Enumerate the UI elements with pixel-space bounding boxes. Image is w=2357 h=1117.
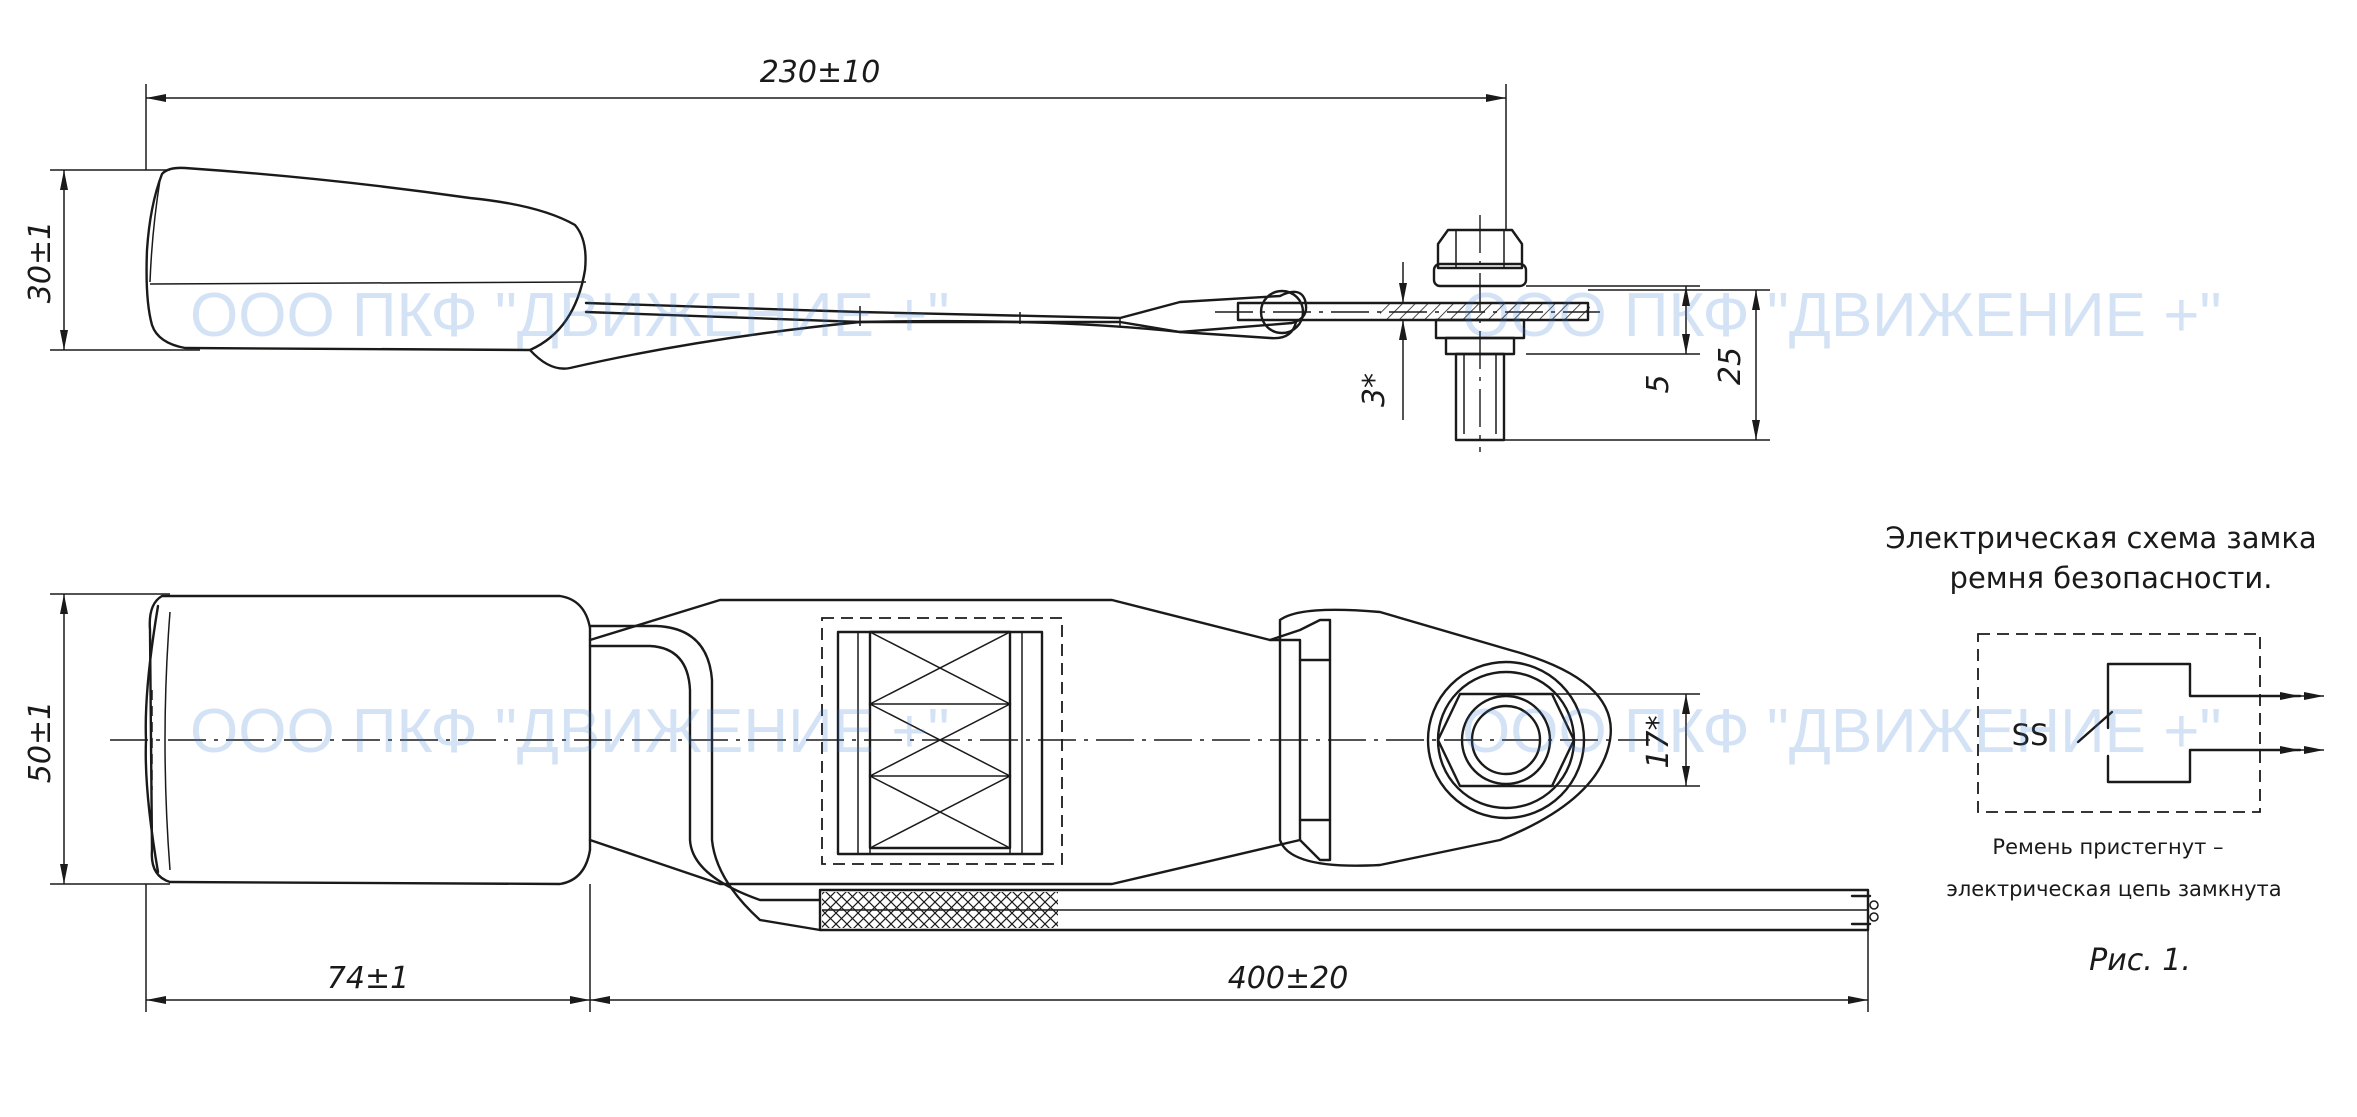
plan-view bbox=[110, 594, 1879, 932]
side-view bbox=[145, 166, 1600, 452]
schematic-enclosure bbox=[1977, 633, 2261, 813]
dim-buckle-74: 74±1 bbox=[327, 961, 409, 996]
schematic-caption-line1: Ремень пристегнут – bbox=[1992, 835, 2223, 859]
schematic-caption-line2: электрическая цепь замкнута bbox=[1946, 877, 2281, 901]
plan-wire-loop bbox=[588, 644, 822, 902]
side-buckle-body bbox=[145, 166, 587, 352]
schematic-title-line1: Электрическая схема замка bbox=[1885, 521, 2316, 555]
dim-hole-17: 17* bbox=[1641, 715, 1676, 768]
dim-bolt-25: 25 bbox=[1713, 347, 1748, 385]
plan-nose bbox=[1268, 618, 1332, 862]
schematic-switch-label: SS bbox=[2012, 718, 2049, 752]
watermark-text: ООО ПКФ "ДВИЖЕНИЕ +" bbox=[190, 281, 949, 350]
watermark-text: ООО ПКФ "ДВИЖЕНИЕ +" bbox=[1462, 281, 2221, 350]
watermark-text: ООО ПКФ "ДВИЖЕНИЕ +" bbox=[1462, 697, 2221, 766]
dim-wire-400: 400±20 bbox=[1228, 961, 1349, 996]
dim-washer-3: 3* bbox=[1357, 373, 1392, 407]
dim-width-50: 50±1 bbox=[23, 701, 58, 783]
dim-height-30: 30±1 bbox=[23, 221, 58, 303]
watermarks: ООО ПКФ "ДВИЖЕНИЕ +" ООО ПКФ "ДВИЖЕНИЕ +… bbox=[190, 281, 2221, 766]
plan-buckle-head bbox=[148, 594, 592, 886]
electrical-schematic: Электрическая схема замка ремня безопасн… bbox=[1885, 521, 2324, 978]
side-hex-nut bbox=[1436, 228, 1524, 270]
plan-latch-frame bbox=[821, 617, 1063, 865]
watermark-text: ООО ПКФ "ДВИЖЕНИЕ +" bbox=[190, 697, 949, 766]
side-view-dimensions: 230±10 30±1 3* 5 25 bbox=[23, 55, 1770, 441]
plan-housing bbox=[588, 598, 1302, 886]
schematic-title-line2: ремня безопасности. bbox=[1950, 561, 2273, 595]
figure-label: Рис. 1. bbox=[2089, 943, 2191, 978]
dim-thread-5: 5 bbox=[1641, 374, 1676, 393]
dim-length-230: 230±10 bbox=[760, 55, 881, 90]
schematic-switch-contact bbox=[2076, 710, 2114, 744]
plan-view-dimensions: 50±1 17* 74±1 400±20 bbox=[23, 593, 1869, 1012]
side-strap bbox=[584, 290, 1308, 334]
